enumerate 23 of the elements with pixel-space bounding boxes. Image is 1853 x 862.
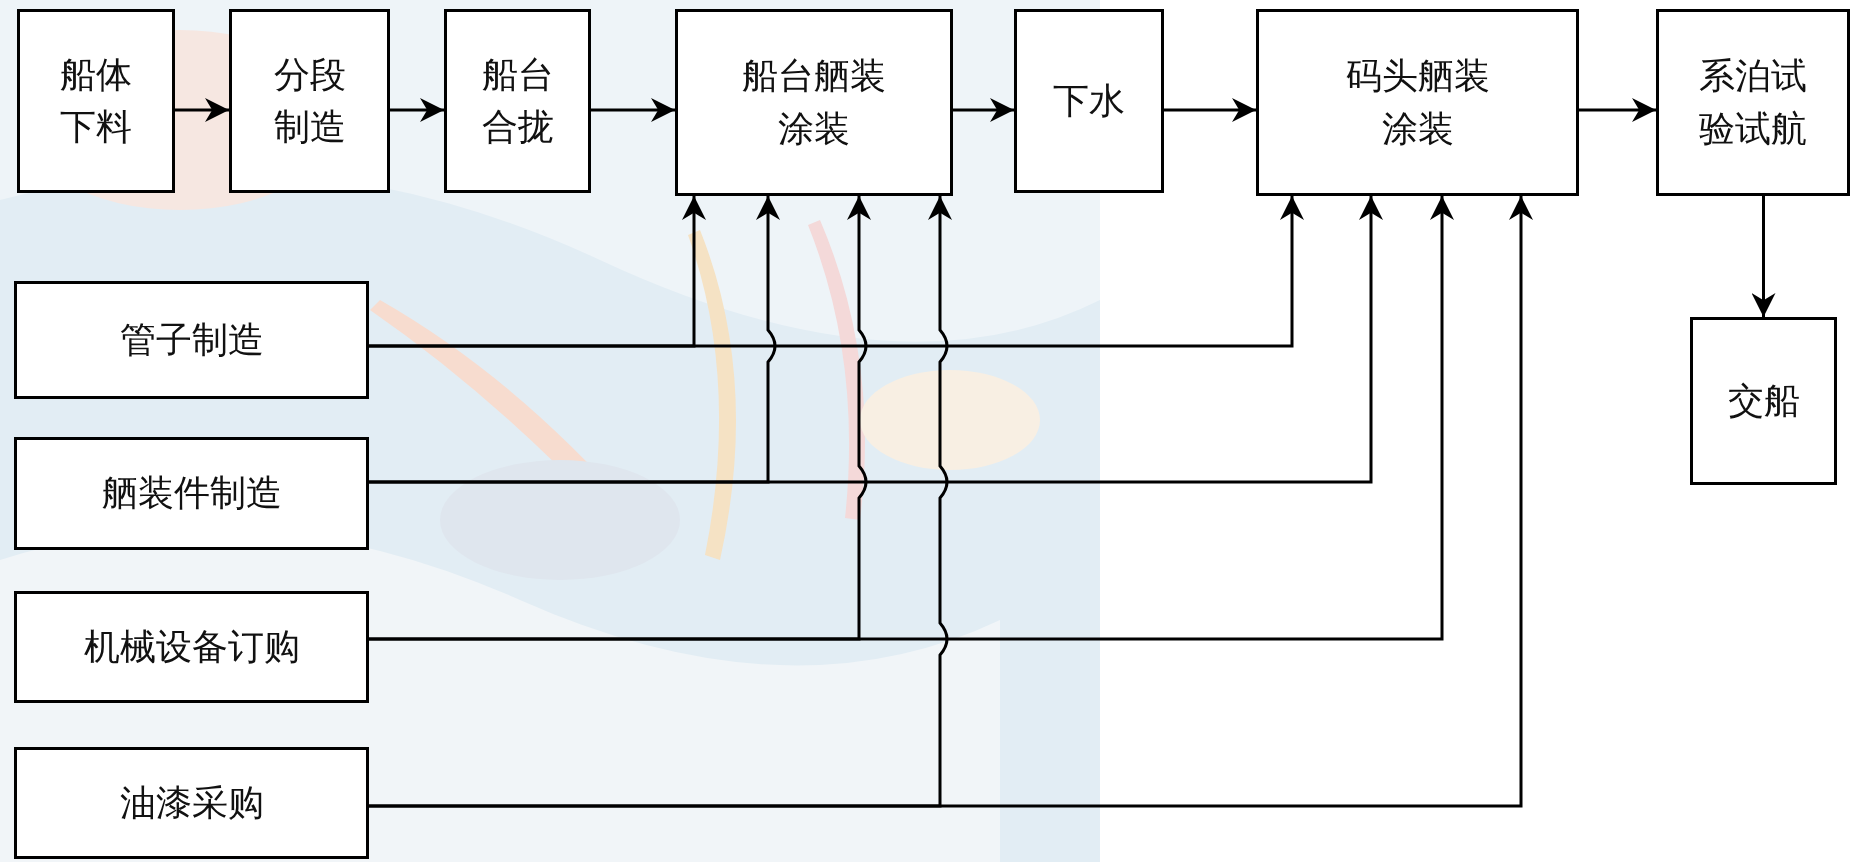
- arrow: [369, 196, 1383, 484]
- arrow: [953, 98, 1014, 122]
- arrow: [369, 196, 1304, 348]
- arrow: [369, 196, 1454, 641]
- process-box: 码头舾装涂装: [1256, 9, 1579, 196]
- arrow: [390, 98, 444, 122]
- arrow: [1751, 196, 1776, 317]
- process-box: 舾装件制造: [14, 437, 369, 550]
- process-box: 船体下料: [17, 9, 175, 193]
- arrow: [1579, 98, 1656, 122]
- process-box: 船台合拢: [444, 9, 591, 193]
- arrow: [369, 196, 1533, 808]
- arrow: [1164, 98, 1256, 122]
- process-box: 交船: [1690, 317, 1837, 485]
- process-box: 管子制造: [14, 281, 369, 399]
- process-box: 系泊试验试航: [1656, 9, 1850, 196]
- arrow: [591, 98, 675, 122]
- process-box: 分段制造: [229, 9, 390, 193]
- arrow: [175, 98, 229, 122]
- process-box: 油漆采购: [14, 747, 369, 859]
- process-box: 下水: [1014, 9, 1164, 193]
- process-box: 船台舾装涂装: [675, 9, 953, 196]
- process-box: 机械设备订购: [14, 591, 369, 703]
